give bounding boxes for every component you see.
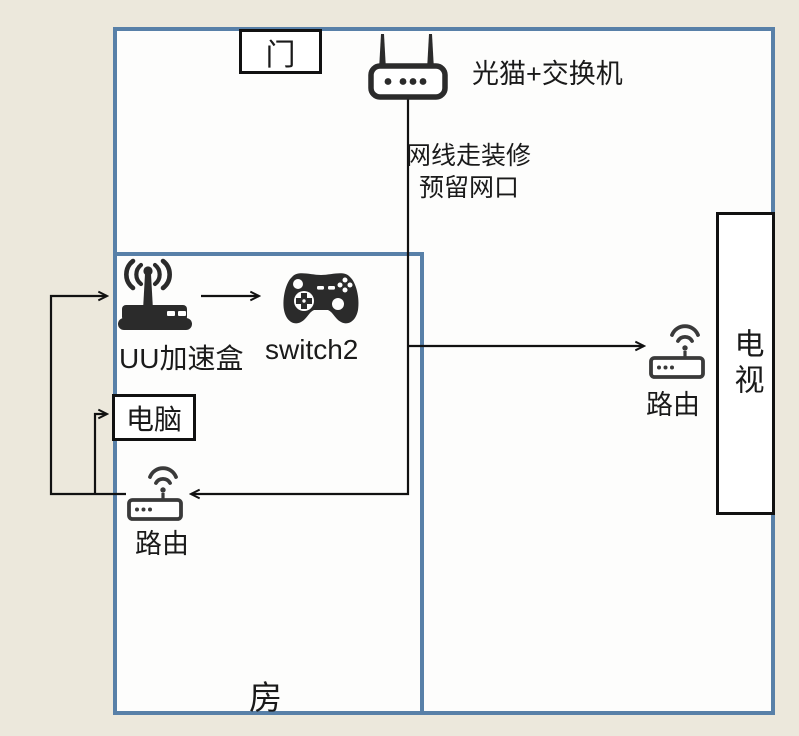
wifi-arc [154, 476, 172, 485]
modem-antenna-left [379, 34, 386, 70]
gamepad-abxy-dot [342, 277, 348, 283]
wifi-arc [148, 466, 178, 479]
gamepad-dash [317, 286, 324, 290]
uu-base [118, 318, 192, 330]
wifi-router-icon [127, 466, 183, 521]
wireless-router-filled-icon [118, 258, 192, 330]
tv-label: 电视 [729, 327, 763, 400]
modem-body [368, 63, 448, 100]
uu-box-label: UU加速盒 [119, 343, 244, 374]
living-router-label: 路由 [646, 390, 700, 420]
gamepad-abxy-dot [342, 287, 348, 293]
bedroom-router-label: 路由 [135, 529, 189, 559]
modem-label: 光猫+交换机 [472, 59, 623, 89]
wifi-arc [676, 334, 694, 343]
gamepad-abxy-dot [347, 282, 353, 288]
uu-port [167, 311, 175, 316]
cable-note-line2: 预留网口 [419, 174, 520, 202]
wire-modem-to-bedroom-router [191, 98, 410, 494]
cable-note-line1: 网线走装修 [406, 142, 532, 170]
uu-signal-arc [134, 262, 144, 287]
door-label: 门 [265, 38, 296, 72]
gamepad-button [293, 279, 303, 289]
bedroom-wall [113, 252, 424, 715]
door-label-box: 门 [239, 29, 322, 74]
wifi-arc [670, 324, 700, 337]
tv-label-box: 电视 [716, 212, 775, 515]
gamepad-dash [328, 286, 335, 290]
modem-antenna-right [427, 34, 434, 70]
bedroom-room-label: 房 [249, 679, 282, 716]
router-led [135, 507, 139, 512]
modem-led [384, 78, 392, 85]
router-led [148, 507, 152, 512]
router-led [663, 365, 668, 370]
uu-signal-arc [160, 258, 172, 291]
switch2-label: switch2 [265, 334, 359, 365]
wifi-dot [160, 487, 166, 493]
gamepad-abxy-dot [337, 282, 343, 288]
gamepad-icon [283, 273, 359, 324]
wifi-dot [682, 345, 688, 351]
router-led [141, 507, 146, 512]
uu-signal-arc [124, 258, 136, 291]
gamepad-dpad-center [302, 299, 306, 303]
router-body [649, 356, 705, 379]
router-led [670, 365, 674, 370]
modem-led [409, 78, 417, 85]
uu-body [122, 305, 187, 321]
router-body [127, 498, 183, 521]
uu-antenna-mast [143, 274, 153, 310]
modem-led [419, 78, 427, 85]
uu-antenna-tip [143, 266, 153, 276]
modem-switch-icon [368, 34, 448, 100]
gamepad-button [332, 298, 344, 310]
computer-label: 电脑 [125, 403, 182, 435]
uu-signal-arc [152, 262, 162, 287]
computer-label-box: 电脑 [112, 394, 196, 441]
router-led [657, 365, 661, 370]
wire-bedroom-router-to-uu-box [49, 296, 126, 496]
wifi-router-icon [649, 324, 705, 379]
modem-led [399, 78, 407, 85]
wire-branch-to-computer [93, 414, 107, 494]
uu-port [178, 311, 186, 316]
